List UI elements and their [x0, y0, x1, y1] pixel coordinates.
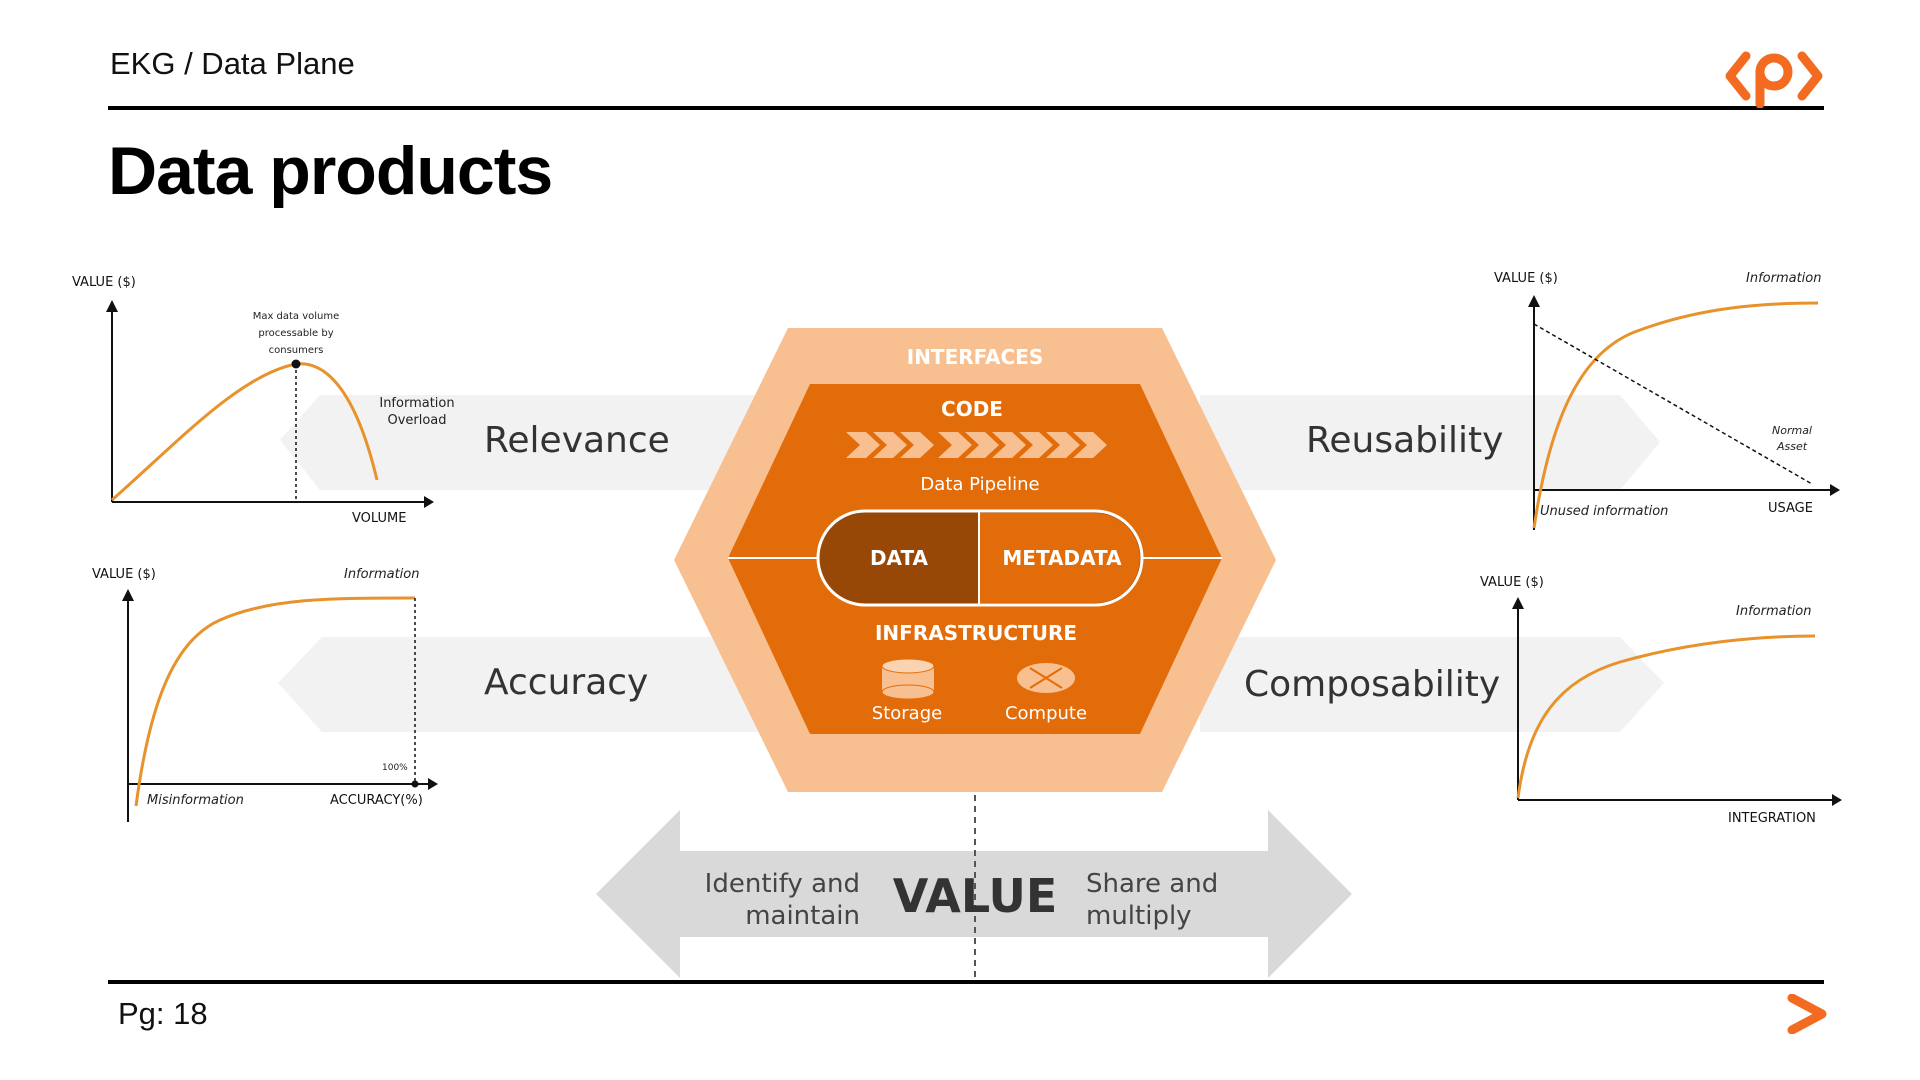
relevance-peak-2: processable by: [258, 328, 333, 339]
page-number: Pg: 18: [118, 996, 208, 1031]
reusability-normal-1: Normal: [1772, 424, 1812, 437]
compute-icon: [1017, 663, 1075, 693]
relevance-chart: VALUE ($) VOLUME Max data volume process…: [72, 275, 455, 526]
page-title: Data products: [108, 133, 553, 209]
accuracy-y-label: VALUE ($): [92, 567, 156, 582]
accuracy-tick-label: 100%: [382, 763, 408, 773]
code-label: CODE: [941, 397, 1003, 421]
reusability-label: Reusability: [1306, 420, 1503, 461]
accuracy-band: [278, 637, 760, 732]
relevance-peak-3: consumers: [269, 345, 324, 356]
composability-chart: VALUE ($) Information INTEGRATION: [1480, 575, 1842, 826]
relevance-x-label: VOLUME: [352, 511, 406, 526]
value-right-line2: multiply: [1086, 901, 1192, 931]
value-left-line1: Identify and: [705, 869, 860, 899]
accuracy-series-label: Information: [344, 567, 419, 582]
breadcrumb: EKG / Data Plane: [110, 46, 355, 81]
accuracy-chart: VALUE ($) Information 100% Misinformatio…: [92, 567, 438, 822]
relevance-overload-2: Overload: [387, 413, 446, 428]
relevance-band: [280, 395, 760, 490]
database-icon: [881, 658, 935, 700]
reusability-normal-2: Asset: [1776, 440, 1808, 453]
value-right-line1: Share and: [1086, 869, 1218, 899]
composability-series-label: Information: [1736, 604, 1811, 619]
accuracy-x-label: ACCURACY(%): [330, 793, 423, 808]
composability-x-label: INTEGRATION: [1728, 811, 1816, 826]
composability-y-label: VALUE ($): [1480, 575, 1544, 590]
pipeline-chevrons-icon: [846, 432, 1107, 458]
reusability-series-label: Information: [1746, 271, 1821, 286]
reusability-y-label: VALUE ($): [1494, 271, 1558, 286]
interfaces-label: INTERFACES: [907, 345, 1043, 369]
metadata-label: METADATA: [1002, 546, 1122, 570]
composability-label: Composability: [1244, 664, 1500, 705]
storage-label: Storage: [872, 703, 942, 724]
accuracy-origin-label: Misinformation: [147, 793, 244, 808]
relevance-label: Relevance: [484, 420, 670, 461]
accuracy-label: Accuracy: [484, 662, 648, 703]
bottom-divider: [108, 980, 1824, 984]
infrastructure-label: INFRASTRUCTURE: [875, 621, 1077, 645]
metadata-pill-fill: [979, 513, 1039, 603]
data-label: DATA: [870, 546, 929, 570]
pipeline-label: Data Pipeline: [920, 474, 1039, 495]
reusability-origin-label: Unused information: [1540, 504, 1668, 519]
next-slide-arrow-icon[interactable]: [1786, 994, 1830, 1034]
compute-label: Compute: [1005, 703, 1087, 724]
top-divider: [108, 106, 1824, 110]
reusability-chart: VALUE ($) Information Normal Asset Unuse…: [1494, 271, 1840, 530]
value-left-line2: maintain: [745, 901, 860, 931]
reusability-x-label: USAGE: [1768, 501, 1813, 516]
relevance-y-label: VALUE ($): [72, 275, 136, 290]
relevance-overload-1: Information: [379, 396, 454, 411]
relevance-peak-1: Max data volume: [253, 311, 340, 322]
brand-logo-icon: [1725, 51, 1823, 108]
value-center-label: VALUE: [893, 869, 1058, 923]
